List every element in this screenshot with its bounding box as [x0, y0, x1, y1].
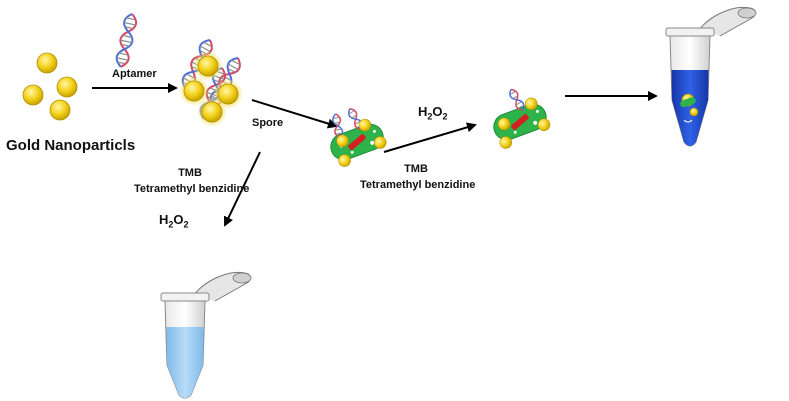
spore-complex-right [489, 86, 552, 151]
aptamer-dna-icon [113, 11, 139, 70]
gold-nanoparticle-icon [36, 52, 58, 74]
tmb-middle-full: Tetramethyl benzidine [360, 179, 476, 191]
microcentrifuge-tube-icon [160, 271, 252, 399]
microcentrifuge-tube-icon [665, 6, 757, 147]
arrow-to-oxidized-spore [383, 122, 477, 153]
tmb-left-full: Tetramethyl benzidine [134, 183, 250, 195]
h2o2-top-label: H2O2 [418, 104, 448, 122]
arrow-to-control-tube [223, 151, 261, 227]
tmb-left-abbrev: TMB [178, 167, 202, 179]
gold-nanoparticle-icon [196, 96, 228, 128]
arrow-to-spore [251, 99, 338, 129]
gold-nanoparticles-label: Gold Nanoparticls [6, 137, 136, 154]
gold-nanoparticles-cluster [22, 52, 78, 121]
gold-nanoparticle-icon [56, 76, 78, 98]
aptamer-label: Aptamer [112, 68, 157, 80]
spore-label: Spore [252, 117, 284, 129]
gold-nanoparticle-icon [49, 99, 71, 121]
tmb-left-label: TMB Tetramethyl benzidine [134, 167, 250, 195]
h2o2-left-label: H2O2 [159, 212, 189, 230]
spore-complex [326, 106, 389, 169]
aptamer-gold-conjugates [178, 36, 245, 128]
dna-helix-icon [506, 86, 527, 113]
gold-nanoparticle-icon [22, 84, 44, 106]
tmb-middle-abbrev: TMB [404, 163, 428, 175]
tmb-middle-label: TMB Tetramethyl benzidine [360, 163, 476, 191]
